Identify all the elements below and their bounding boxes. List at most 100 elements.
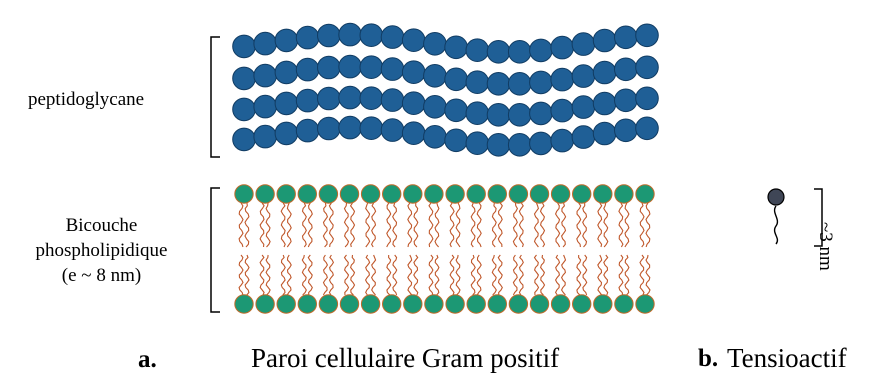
lipid-tail-upper: [407, 202, 413, 248]
phospholipid-head-top: [255, 184, 275, 204]
lipid-tail-upper: [434, 202, 440, 248]
peptidoglycan-bead: [338, 85, 362, 110]
lipid-tail-upper: [639, 202, 645, 248]
peptidoglycan-bead: [507, 40, 532, 64]
lipid-tail-lower: [455, 254, 461, 296]
peptidoglycan-bead: [380, 57, 405, 81]
lipid-tail-upper: [413, 202, 419, 248]
caption-b-title: Tensioactif: [727, 343, 847, 373]
peptidoglycan-bead: [571, 95, 596, 119]
phospholipid-head-bottom: [466, 294, 486, 314]
lipid-tail-lower: [533, 254, 540, 296]
lipid-tail-lower: [286, 254, 292, 296]
surfactant-tail: [773, 205, 779, 245]
bilayer-label-line-2: phospholipidique: [35, 240, 168, 261]
peptidoglycan-bead: [423, 125, 447, 149]
bilayer-label: Bicouche phospholipidique (e ~ 8 nm): [0, 213, 203, 288]
peptidoglycan-bead: [253, 124, 278, 149]
peptidoglycan-bead: [465, 101, 490, 125]
lipid-tail-upper: [512, 202, 519, 248]
lipid-tail-upper: [259, 202, 265, 248]
phospholipid-head-top: [276, 184, 296, 204]
lipid-tail-upper: [428, 202, 434, 248]
lipid-tail-lower: [476, 254, 482, 296]
peptidoglycan-bead: [295, 57, 320, 82]
lipid-tail-lower: [560, 254, 567, 296]
peptidoglycan-bead: [592, 91, 617, 116]
phospholipid-head-bottom: [382, 294, 402, 314]
phospholipid-head-bottom: [572, 294, 592, 314]
peptidoglycan-bead: [423, 32, 447, 56]
lipid-tail-upper: [533, 202, 540, 248]
peptidoglycan-bead: [359, 116, 384, 140]
peptidoglycan-bead: [401, 121, 426, 145]
peptidoglycan-bead: [274, 60, 299, 85]
lipid-tail-lower: [259, 254, 265, 296]
lipid-tail-upper: [238, 202, 244, 248]
lipid-tail-lower: [512, 254, 518, 296]
peptidoglycan-layer: [232, 22, 659, 157]
phospholipid-head-top: [508, 184, 529, 204]
peptidoglycan-bead: [295, 25, 320, 50]
phospholipid-head-top: [550, 184, 571, 204]
lipid-tail-upper: [449, 202, 455, 248]
peptidoglycan-label: peptidoglycane: [28, 89, 145, 110]
peptidoglycan-bead: [274, 28, 299, 53]
lipid-tail-upper: [491, 202, 497, 248]
peptidoglycan-bead: [444, 128, 468, 153]
peptidoglycan-bead: [295, 118, 320, 143]
phospholipid-head-bottom: [487, 294, 507, 314]
phospholipid-head-top: [403, 184, 423, 204]
lipid-tail-upper: [560, 202, 567, 248]
lipid-tail-upper: [497, 202, 503, 248]
lipid-tail-lower: [645, 254, 651, 296]
peptidoglycan-bead: [571, 64, 596, 88]
phospholipid-head-top: [593, 184, 613, 204]
caption-a-letter: a.: [138, 346, 157, 373]
peptidoglycan-bead: [571, 125, 596, 149]
lipid-tail-upper: [603, 202, 609, 248]
lipid-tail-upper: [265, 202, 271, 248]
lipid-tail-upper: [349, 202, 356, 248]
phospholipid-head-top: [614, 184, 634, 204]
peptidoglycan-bead: [317, 86, 341, 111]
lipid-tail-upper: [476, 202, 482, 248]
phospholipid-head-bottom: [635, 294, 655, 314]
peptidoglycan-bead: [529, 38, 553, 63]
lipid-tail-lower: [582, 254, 588, 296]
peptidoglycan-bead: [338, 115, 362, 140]
lipid-tail-lower: [265, 254, 271, 296]
peptidoglycan-bead: [529, 70, 553, 95]
surfactant-scale-bracket: [814, 188, 823, 247]
peptidoglycan-bead: [295, 88, 320, 113]
peptidoglycan-bead: [253, 31, 278, 56]
lipid-tail-lower: [343, 254, 350, 296]
peptidoglycan-bracket: [210, 36, 220, 158]
peptidoglycan-bead: [529, 131, 553, 156]
peptidoglycan-bead: [317, 116, 341, 141]
lipid-tail-upper: [328, 202, 335, 248]
lipid-tail-upper: [301, 202, 307, 248]
lipid-tail-upper: [392, 202, 398, 248]
lipid-tail-upper: [386, 202, 392, 248]
lipid-tail-lower: [328, 254, 335, 296]
lipid-tail-upper: [624, 202, 630, 248]
peptidoglycan-bead: [359, 55, 384, 79]
lipid-tail-lower: [497, 254, 503, 295]
peptidoglycan-bead: [614, 57, 638, 82]
lipid-tail-upper: [455, 202, 461, 248]
peptidoglycan-bead: [380, 25, 405, 49]
lipid-tail-lower: [370, 254, 377, 296]
brackets: [210, 36, 823, 313]
peptidoglycan-bead: [401, 28, 426, 53]
peptidoglycan-bead: [614, 88, 638, 113]
peptidoglycan-bead: [444, 67, 468, 92]
bilayer-label-line-1: Bicouche: [65, 215, 138, 236]
lipid-tail-upper: [597, 202, 603, 248]
peptidoglycan-bead: [465, 38, 490, 63]
phospholipid-head-top: [360, 184, 381, 204]
peptidoglycan-bead: [550, 67, 575, 92]
phospholipid-head-bottom: [508, 294, 529, 314]
peptidoglycan-bead: [338, 54, 362, 79]
lipid-tail-lower: [470, 254, 476, 296]
